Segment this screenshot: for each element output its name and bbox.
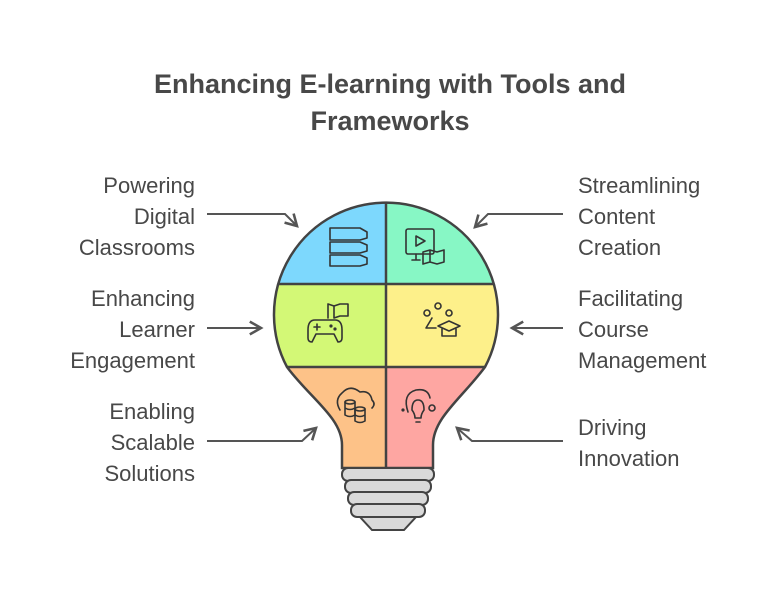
bulb-screw-base [341,467,435,531]
cloud-database-icon [336,387,375,424]
label-line: Innovation [578,446,680,471]
label-line: Management [578,348,707,373]
label-powering-digital-classrooms: Powering Digital Classrooms [79,170,195,263]
label-line: Course [578,317,649,342]
video-book-icon [405,228,445,265]
label-line: Driving [578,415,647,440]
label-streamlining-content-creation: Streamlining Content Creation [578,170,700,263]
connector-arrows [207,213,563,442]
label-line: Classrooms [78,235,195,260]
label-line: Digital [133,204,195,229]
label-driving-innovation: Driving Innovation [578,412,680,474]
label-line: Streamlining [578,173,701,198]
gamepad-book-icon [307,303,349,343]
segment-enhancing-learner-engagement [274,284,386,367]
label-line: Solutions [104,461,195,486]
label-line: Powering [103,173,195,198]
label-line: Enhancing [91,286,195,311]
label-line: Content [578,204,656,229]
lightbulb-idea-icon [401,388,436,423]
label-enhancing-learner-engagement: Enhancing Learner Engagement [70,283,195,376]
server-stack-icon [329,227,368,267]
label-line: Scalable [110,430,195,455]
label-line: Creation [578,235,662,260]
title-line-1: Enhancing E-learning with Tools and [153,69,626,99]
segment-enabling-scalable-solutions [274,367,386,468]
graduation-network-icon [423,302,461,337]
label-line: Facilitating [578,286,684,311]
label-enabling-scalable-solutions: Enabling Scalable Solutions [104,396,195,489]
segment-powering-digital-classrooms [274,202,386,284]
label-line: Engagement [70,348,195,373]
title-line-2: Frameworks [310,106,470,136]
segment-driving-innovation [386,367,498,468]
label-facilitating-course-management: Facilitating Course Management [578,283,706,376]
segment-facilitating-course-management [386,284,498,367]
arrow-driving [455,426,563,442]
diagram-title: Enhancing E-learning with Tools and Fram… [0,66,780,140]
arrow-powering [207,213,299,228]
arrow-enabling [207,426,318,442]
label-line: Enabling [109,399,195,424]
arrow-streamlining [473,213,563,229]
label-line: Learner [119,317,195,342]
